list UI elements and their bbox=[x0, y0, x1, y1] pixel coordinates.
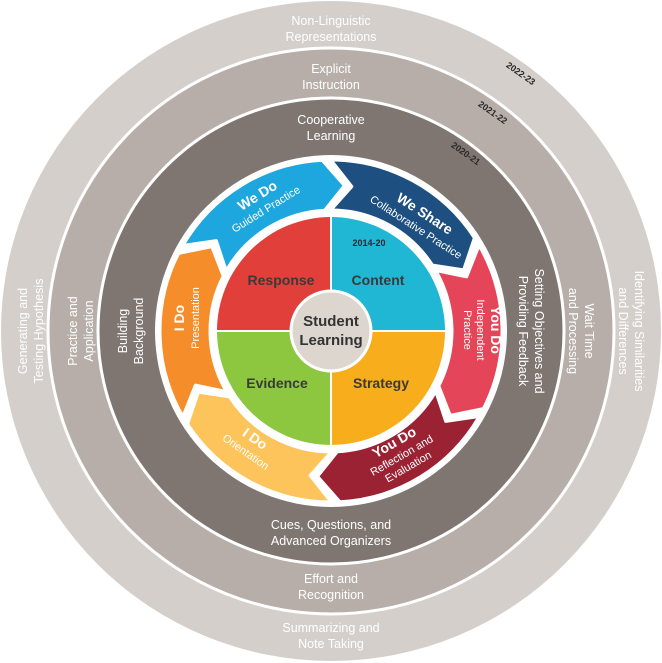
arrow-i-do-orientation bbox=[186, 390, 333, 504]
ring2-right-label: Wait Time and Processing bbox=[566, 288, 596, 374]
center-label-line2: Learning bbox=[299, 332, 362, 349]
ring1-left-line2: Background bbox=[132, 298, 146, 365]
arrow-you-do-independent bbox=[434, 244, 504, 417]
arrow-label-you-do-independent: You Do Independent Practice bbox=[461, 299, 504, 360]
ring2-left-line1: Practice and bbox=[66, 296, 80, 366]
arrow-label-i-do-presentation: I Do Presentation bbox=[171, 287, 202, 349]
ring2-right-line1: Wait Time bbox=[582, 303, 596, 358]
ring3-right-line1: Identifying Similarities bbox=[632, 271, 646, 392]
ring1-top-line1: Cooperative bbox=[297, 113, 364, 127]
ring3-bottom-line1: Summarizing and bbox=[282, 621, 379, 635]
ring1-right-line2: Providing Feedback bbox=[516, 276, 530, 387]
ring-separator-inner bbox=[96, 96, 566, 566]
ring2-left-line2: Application bbox=[82, 300, 96, 361]
ring2-bottom-line2: Recognition bbox=[298, 588, 364, 602]
ring1-right-line1: Setting Objectives and bbox=[532, 268, 546, 393]
arrow-you-do-reflection bbox=[316, 390, 481, 504]
ring2-top-line2: Instruction bbox=[302, 78, 360, 92]
arrow-title-i-do-2: I Do bbox=[171, 305, 187, 331]
ring-separator-outer bbox=[46, 46, 616, 616]
ring2-left-label: Practice and Application bbox=[66, 296, 96, 366]
ring1-bottom-line1: Cues, Questions, and bbox=[271, 518, 391, 532]
ring2-bottom-line1: Effort and bbox=[304, 572, 358, 586]
ring1-left-line1: Building bbox=[116, 309, 130, 354]
ring3-left-line2: Testing Hypothesis bbox=[32, 279, 46, 384]
ring1-left-label: Building Background bbox=[116, 298, 146, 365]
ring3-right-line2: and Differences bbox=[616, 287, 630, 374]
ring2-right-line2: and Processing bbox=[566, 288, 580, 374]
ring3-top-line1: Non-Linguistic bbox=[291, 14, 370, 28]
center-label-line1: Student bbox=[303, 313, 359, 330]
year-label-2014-20: 2014-20 bbox=[352, 238, 385, 248]
arrow-sub-you-do-1b: Practice bbox=[461, 310, 473, 350]
ring1-bottom-line2: Advanced Organizers bbox=[271, 534, 391, 548]
center-circle bbox=[289, 289, 373, 373]
ring3-left-line1: Generating and bbox=[16, 288, 30, 374]
arrow-sub-i-do-2: Presentation bbox=[190, 287, 202, 349]
arrow-title-you-do-1: You Do bbox=[488, 306, 504, 354]
quadrant-label-evidence: Evidence bbox=[246, 375, 308, 391]
ring3-bottom-line2: Note Taking bbox=[298, 637, 364, 651]
ring1-top-line2: Learning bbox=[307, 129, 356, 143]
ring2-top-line1: Explicit bbox=[311, 62, 351, 76]
ring3-top-line2: Representations bbox=[285, 30, 376, 44]
arrow-we-share bbox=[329, 158, 476, 272]
arrow-i-do-presentation bbox=[158, 245, 228, 418]
ring1-right-label: Setting Objectives and Providing Feedbac… bbox=[516, 268, 546, 393]
arrow-we-do bbox=[181, 158, 346, 272]
arrow-sub-you-do-1a: Independent bbox=[474, 299, 486, 360]
quadrant-label-response: Response bbox=[248, 272, 315, 288]
quadrant-label-content: Content bbox=[352, 272, 405, 288]
ring3-right-label: Identifying Similarities and Differences bbox=[616, 271, 646, 392]
quadrant-label-strategy: Strategy bbox=[353, 375, 409, 391]
cycle-arrows bbox=[158, 158, 504, 504]
ring3-left-label: Generating and Testing Hypothesis bbox=[16, 279, 46, 384]
